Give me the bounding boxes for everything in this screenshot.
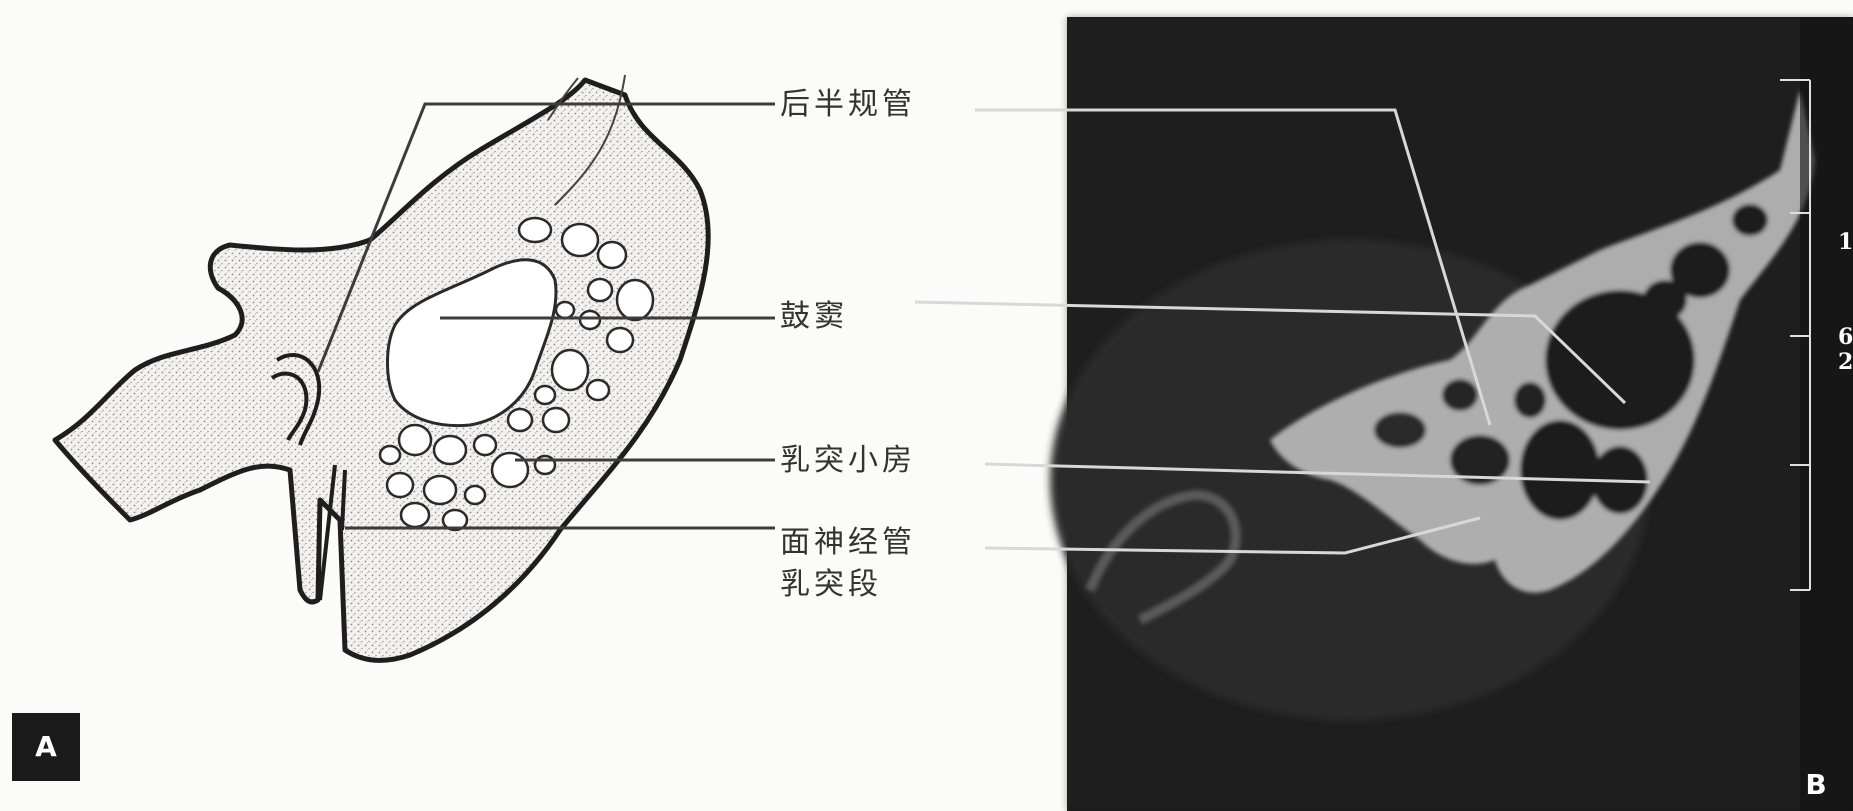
label-facial-canal-mastoid-segment: 面神经管 乳突段 bbox=[780, 522, 916, 606]
label-mastoid-air-cells: 乳突小房 bbox=[780, 440, 916, 482]
label-sinus-tympani: 鼓窦 bbox=[780, 296, 848, 338]
panel-b-ct-image bbox=[1050, 17, 1853, 811]
label-text: 鼓窦 bbox=[780, 299, 848, 334]
scale-mark-3: 2 bbox=[1838, 350, 1853, 374]
label-posterior-semicircular-canal: 后半规管 bbox=[780, 84, 916, 126]
panel-a-tag: A bbox=[12, 713, 80, 781]
label-text: 乳突小房 bbox=[780, 443, 916, 478]
label-text: 后半规管 bbox=[780, 87, 916, 122]
panel-b-tag: B bbox=[1796, 765, 1836, 805]
mastoid-outline bbox=[55, 80, 708, 660]
panel-a-drawing bbox=[55, 75, 708, 660]
label-text-line1: 面神经管 bbox=[780, 522, 916, 564]
scale-mark-1: 1 bbox=[1838, 230, 1853, 254]
label-text-line2: 乳突段 bbox=[780, 564, 916, 606]
scale-mark-2: 6 bbox=[1838, 325, 1853, 349]
